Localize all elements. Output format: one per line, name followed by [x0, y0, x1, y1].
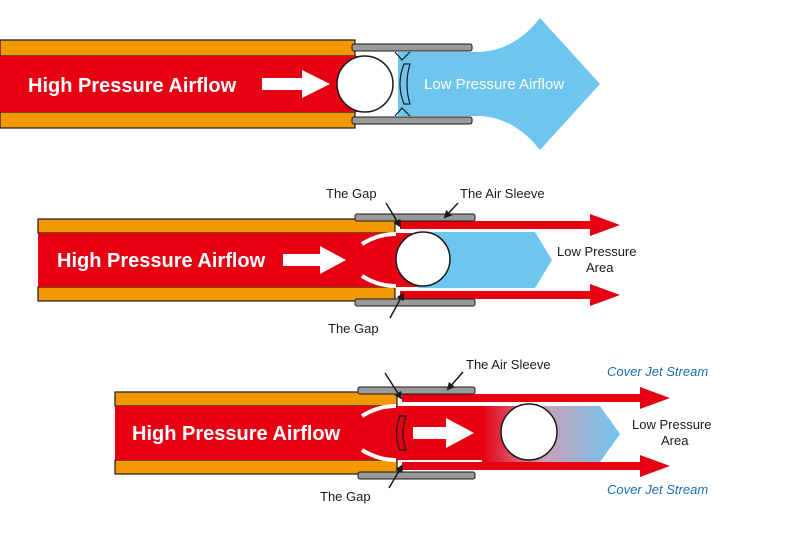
gap-label-bottom: The Gap — [328, 321, 379, 336]
high-pressure-label: High Pressure Airflow — [57, 250, 266, 272]
barrel-wall-top — [0, 39, 356, 57]
low-pressure-label: Low Pressure Airflow — [424, 76, 564, 93]
sleeve-bottom — [357, 471, 476, 480]
gap-pointer-bottom — [388, 464, 404, 489]
jet-arrow-top — [400, 214, 620, 236]
ball — [395, 231, 451, 287]
sleeve-fin-bottom — [394, 107, 411, 117]
sleeve-bottom — [351, 116, 473, 125]
ball — [500, 403, 558, 461]
air-sleeve-pointer — [443, 202, 459, 219]
jet-arrow-bottom — [400, 284, 620, 306]
sleeve-top — [351, 43, 473, 52]
sleeve-top — [357, 386, 476, 395]
flow-curve-bottom — [360, 448, 397, 462]
jet-arrow-bottom — [402, 455, 670, 477]
low-pressure-arrow — [398, 18, 600, 150]
panel-middle: The Gap The Air Sleeve High Pressure Air… — [37, 186, 636, 336]
low-pressure-line1: Low Pressure — [632, 417, 711, 432]
sleeve-bottom — [354, 298, 476, 307]
air-sleeve-label: The Air Sleeve — [466, 357, 551, 372]
gap-pointer-bottom — [389, 292, 404, 319]
gap-pointer-top — [385, 202, 402, 228]
cover-jet-label-top: Cover Jet Stream — [607, 364, 708, 379]
air-sleeve-label: The Air Sleeve — [460, 186, 545, 201]
flow-curve-top — [360, 404, 397, 418]
barrel-wall-bottom — [114, 459, 398, 475]
cup-seal — [399, 63, 411, 105]
low-pressure-line2: Area — [661, 433, 689, 448]
airflow-red — [38, 233, 418, 287]
sleeve-top — [354, 213, 476, 222]
cup-seal — [395, 415, 407, 451]
gap-pointer-top — [384, 372, 403, 400]
high-pressure-label: High Pressure Airflow — [28, 75, 237, 97]
panel-bottom: The Air Sleeve Cover Jet Stream High Pre… — [114, 357, 711, 504]
high-pressure-label: High Pressure Airflow — [132, 423, 341, 445]
gap-label-bottom: The Gap — [320, 489, 371, 504]
air-sleeve-pointer — [446, 371, 464, 391]
flow-curve-bottom — [360, 274, 397, 288]
gap-label-top: The Gap — [326, 186, 377, 201]
ball — [336, 55, 394, 113]
low-pressure-area — [418, 232, 552, 288]
panel-top: High Pressure Airflow Low Pressure Airfl… — [0, 18, 600, 150]
barrel-wall-bottom — [37, 286, 396, 302]
low-pressure-line2: Area — [586, 260, 614, 275]
push-arrow — [283, 246, 346, 274]
push-arrow — [413, 418, 474, 448]
flow-curve-top — [360, 232, 397, 246]
barrel-wall-bottom — [0, 111, 356, 129]
sleeve-fin-top — [394, 51, 411, 61]
push-arrow — [262, 70, 330, 98]
barrel-wall-top — [37, 218, 396, 234]
barrel-wall-top — [114, 391, 398, 407]
jet-arrow-top — [402, 387, 670, 409]
low-pressure-line1: Low Pressure — [557, 244, 636, 259]
cover-jet-label-bottom: Cover Jet Stream — [607, 482, 708, 497]
